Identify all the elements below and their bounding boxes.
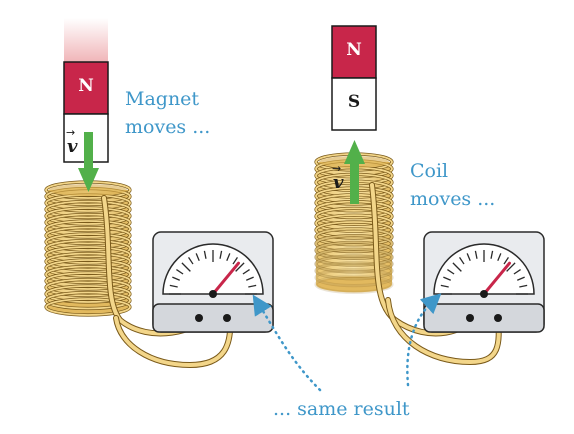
right-caption-line-2: moves ... — [410, 188, 496, 210]
meter-terminal — [466, 314, 474, 322]
meter-needle — [211, 261, 240, 296]
left-magnet-north-label: N — [78, 76, 94, 96]
meter-needle — [482, 261, 511, 296]
left-caption-line-2: moves ... — [125, 116, 211, 138]
coil-turn — [314, 268, 394, 288]
right-setup — [314, 25, 545, 366]
meter-dial — [162, 243, 264, 295]
coil-turn — [314, 274, 394, 294]
result-pointer-right — [406, 293, 442, 387]
left-caption-line-1: Magnet — [125, 88, 200, 110]
left-vector-arrow-accent: → — [66, 126, 76, 139]
right-velocity-symbol: v — [333, 172, 344, 193]
left-coil — [44, 180, 132, 317]
result-pointers — [252, 293, 442, 392]
right-caption-line-1: Coil — [410, 160, 449, 182]
meter-terminal — [494, 314, 502, 322]
right-galvanometer — [423, 231, 545, 333]
right-velocity-arrow — [344, 140, 365, 204]
right-bar-magnet — [331, 25, 377, 131]
meter-terminal — [195, 314, 203, 322]
left-setup — [44, 18, 274, 369]
result-pointer-left — [252, 294, 322, 392]
result-caption: ... same result — [273, 398, 410, 420]
right-vector-arrow-accent: → — [332, 162, 342, 175]
left-galvanometer — [152, 231, 274, 333]
coil-turn — [314, 254, 394, 274]
coil-turn — [314, 261, 394, 281]
meter-dial — [433, 243, 535, 295]
right-magnet-north-label: N — [346, 40, 362, 60]
left-velocity-arrow — [78, 132, 99, 192]
left-magnet-motion-trail — [64, 18, 108, 62]
left-velocity-symbol: v — [67, 136, 78, 157]
meter-terminal — [223, 314, 231, 322]
right-magnet-south-label: S — [347, 92, 361, 112]
